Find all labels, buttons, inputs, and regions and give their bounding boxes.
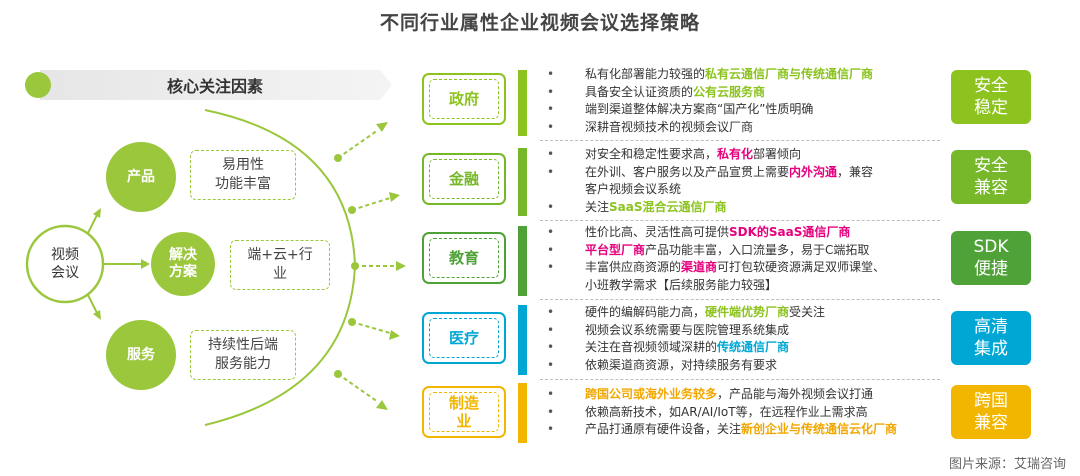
list-item: 平台型厂商产品功能丰富，入口流量多，易于C端拓取: [547, 242, 885, 260]
center-label-line1: 视频: [51, 247, 79, 263]
factor-product-desc: 易用性 功能丰富: [190, 150, 296, 200]
label-line1: 制造: [448, 394, 479, 412]
list-item: 硬件的编解码能力高，硬件端优势厂商受关注: [547, 304, 825, 322]
factor-circle-solution: [151, 232, 215, 296]
industry-healthcare: 医疗: [422, 312, 506, 364]
list-item: 依赖渠道商资源，对持续服务有要求: [547, 357, 825, 375]
list-item: 私有化部署能力较强的私有云通信厂商与传统通信厂商: [547, 66, 873, 84]
list-item: 关注在音视频领域深耕的传统通信厂商: [547, 339, 825, 357]
industry-finance: 金融: [422, 153, 506, 205]
list-item: 小班教学需求【后续服务能力较强】: [585, 277, 778, 292]
center-label: 视频 会议: [35, 246, 95, 282]
list-item: 性价比高、灵活性高可提供SDK的SaaS通信厂商: [547, 224, 885, 242]
industry-government-tag: 安全稳定: [951, 70, 1031, 124]
tag-line2: 便捷: [974, 259, 1008, 279]
factor-service-desc-line2: 服务能力: [215, 356, 271, 372]
core-bar-shape: [40, 70, 392, 100]
factor-service-label: 服务: [127, 346, 155, 363]
industry-education-label: 教育: [429, 238, 499, 278]
list-item: 客户视频会议系统: [585, 182, 682, 196]
industry-finance-tag: 安全兼容: [951, 150, 1031, 204]
factor-solution-desc: 端+云+行 业: [230, 240, 330, 290]
page-title: 不同行业属性企业视频会议选择策略: [379, 12, 700, 34]
industry-government: 政府: [422, 73, 506, 125]
tag-line1: 安全: [974, 156, 1008, 176]
separator: [540, 220, 940, 221]
list-item: 依赖高新技术，如AR/AI/IoT等，在远程作业上需求高: [547, 404, 897, 422]
industry-manufacturing: 制造业: [422, 386, 506, 438]
list-item: 关注SaaS混合云通信厂商: [547, 199, 873, 217]
core-bar-dot: [25, 72, 51, 98]
list-item: 端到渠道整体解决方案商“国产化”性质明确: [547, 101, 873, 119]
industry-manufacturing-bullets: 跨国公司或海外业务较多，产品能与海外视频会议打通 依赖高新技术，如AR/AI/I…: [547, 386, 897, 439]
industry-education-bullets: 性价比高、灵活性高可提供SDK的SaaS通信厂商 平台型厂商产品功能丰富，入口流…: [547, 224, 885, 294]
industry-government-bar: [518, 70, 527, 136]
list-item: 产品打通原有硬件设备，关注新创企业与传统通信云化厂商: [547, 421, 897, 439]
factor-product-label: 产品: [127, 168, 155, 185]
list-item: 具备安全认证资质的公有云服务商: [547, 84, 873, 102]
factor-service-desc-line1: 持续性后端: [208, 337, 278, 353]
factor-product-desc-line1: 易用性: [222, 157, 264, 173]
factor-service-desc: 持续性后端 服务能力: [190, 330, 296, 380]
factor-solution-line2: 方案: [169, 264, 197, 280]
tag-line2: 兼容: [974, 413, 1008, 433]
factor-circle-service: [106, 320, 176, 390]
tag-line1: 跨国: [974, 391, 1008, 411]
factor-solution-label: 解决 方案: [153, 246, 213, 282]
tag-line1: 安全: [974, 76, 1008, 96]
factor-solution-line1: 解决: [169, 247, 197, 263]
industry-healthcare-bar: [518, 305, 527, 375]
tag-line2: 兼容: [974, 178, 1008, 198]
industry-education-bar: [518, 226, 527, 296]
separator: [540, 299, 940, 300]
separator: [540, 379, 940, 380]
industry-manufacturing-tag: 跨国兼容: [951, 385, 1031, 439]
industry-healthcare-tag: 高清集成: [951, 311, 1031, 365]
tag-line1: 高清: [974, 317, 1008, 337]
industry-manufacturing-label: 制造业: [429, 392, 499, 432]
tag-line2: 集成: [974, 339, 1008, 359]
core-factors-diagram: [25, 70, 406, 426]
factor-circle-product: [106, 142, 176, 212]
industry-healthcare-label: 医疗: [429, 318, 499, 358]
separator: [540, 140, 940, 141]
list-item: 视频会议系统需要与医院管理系统集成: [547, 322, 825, 340]
tag-line2: 稳定: [974, 98, 1008, 118]
core-factors-label: 核心关注因素: [166, 77, 263, 96]
list-item: 丰富供应商资源的渠道商可打包软硬资源满足双师课堂、: [547, 259, 885, 277]
industry-finance-label: 金融: [429, 159, 499, 199]
industry-finance-bar: [518, 148, 527, 216]
factor-product-desc-line2: 功能丰富: [215, 176, 271, 192]
tag-line1: SDK: [973, 237, 1009, 257]
image-source: 图片来源：艾瑞咨询: [948, 457, 1066, 472]
industry-government-label: 政府: [429, 79, 499, 119]
industry-healthcare-bullets: 硬件的编解码能力高，硬件端优势厂商受关注 视频会议系统需要与医院管理系统集成 关…: [547, 304, 825, 374]
industry-manufacturing-bar: [518, 383, 527, 443]
label-line2: 业: [456, 412, 472, 430]
list-item: 跨国公司或海外业务较多，产品能与海外视频会议打通: [547, 386, 897, 404]
factor-solution-desc-line1: 端+云+行: [247, 247, 313, 263]
list-item: 深耕音视频技术的视频会议厂商: [547, 119, 873, 137]
industry-finance-bullets: 对安全和稳定性要求高，私有化部署倾向 在外训、客户服务以及产品宣贯上需要内外沟通…: [547, 146, 873, 216]
industry-education: 教育: [422, 232, 506, 284]
factor-solution-desc-line2: 业: [273, 266, 287, 282]
center-label-line2: 会议: [51, 265, 79, 281]
list-item: 对安全和稳定性要求高，私有化部署倾向: [547, 146, 873, 164]
industry-government-bullets: 私有化部署能力较强的私有云通信厂商与传统通信厂商 具备安全认证资质的公有云服务商…: [547, 66, 873, 136]
list-item: 在外训、客户服务以及产品宣贯上需要内外沟通，兼容: [547, 164, 873, 182]
